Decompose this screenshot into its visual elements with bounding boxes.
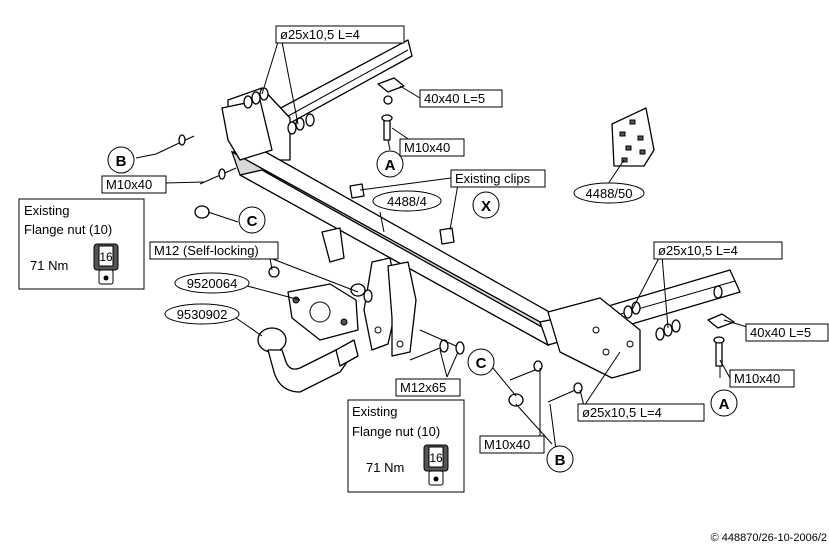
svg-text:B: B <box>555 452 566 469</box>
flange-left-line2: Flange nut (10) <box>24 222 112 237</box>
socket-plate <box>287 283 359 341</box>
callout-c-left: C <box>238 206 266 234</box>
svg-text:A: A <box>719 396 730 413</box>
label-bolt-bottom: M10x40 <box>479 435 545 454</box>
label-bolt-top: M10x40 <box>399 138 465 157</box>
svg-text:M12 (Self-locking): M12 (Self-locking) <box>154 243 259 258</box>
svg-text:C: C <box>476 355 487 372</box>
label-kit-code: 4488/50 <box>573 182 645 204</box>
svg-text:Existing clips: Existing clips <box>455 171 531 186</box>
flange-bottom-line2: Flange nut (10) <box>352 424 440 439</box>
label-washer-right: ø25x10,5 L=4 <box>653 241 783 260</box>
drop-plates <box>321 227 417 357</box>
svg-text:ø25x10,5 L=4: ø25x10,5 L=4 <box>658 243 738 258</box>
label-existing-clips: Existing clips <box>450 169 546 188</box>
label-washer-left: ø25x10,5 L=4 <box>275 25 405 44</box>
socket-wrench-icon: 16 <box>423 444 449 486</box>
tow-ball <box>257 327 359 393</box>
label-part-socket: 9520064 <box>174 272 250 294</box>
svg-text:4488/4: 4488/4 <box>387 194 427 209</box>
socket-wrench-icon: 16 <box>93 243 119 285</box>
copyright-text: © 448870/26-10-2006/2 <box>711 532 827 544</box>
label-washer-bottom: ø25x10,5 L=4 <box>577 403 705 422</box>
callout-b-bottom: B <box>546 445 574 473</box>
svg-text:M12x65: M12x65 <box>400 380 446 395</box>
svg-text:16: 16 <box>429 451 443 465</box>
svg-text:9520064: 9520064 <box>187 276 238 291</box>
electrical-kit-4488-50 <box>611 107 655 167</box>
label-plate-top: 40x40 L=5 <box>419 89 503 108</box>
callout-b-left: B <box>107 146 135 174</box>
callout-x: X <box>472 191 500 219</box>
svg-text:4488/50: 4488/50 <box>586 186 633 201</box>
svg-text:9530902: 9530902 <box>177 307 228 322</box>
flange-bottom-line1: Existing <box>352 404 398 419</box>
callout-a-top: A <box>376 150 404 178</box>
svg-text:A: A <box>385 157 396 174</box>
flange-left-line1: Existing <box>24 203 70 218</box>
leader-lines <box>135 41 758 451</box>
callout-a-right: A <box>710 389 738 417</box>
hardware <box>155 77 735 407</box>
label-nut-self-locking: M12 (Self-locking) <box>149 241 279 260</box>
label-bolt-left: M10x40 <box>101 175 167 194</box>
svg-text:X: X <box>481 198 491 215</box>
flange-left-torque: 71 Nm <box>30 258 68 273</box>
label-beam-code: 4488/4 <box>372 190 442 212</box>
callout-c-bottom: C <box>467 348 495 376</box>
flange-nut-box-left: Existing Flange nut (10) 71 Nm 16 <box>18 198 145 290</box>
main-crossbeam <box>221 99 641 379</box>
label-bolt-right: M10x40 <box>729 369 795 388</box>
svg-text:C: C <box>247 213 258 230</box>
label-bolt-m12: M12x65 <box>395 378 461 397</box>
svg-text:ø25x10,5 L=4: ø25x10,5 L=4 <box>280 27 360 42</box>
svg-text:40x40 L=5: 40x40 L=5 <box>424 91 485 106</box>
svg-text:M10x40: M10x40 <box>404 140 450 155</box>
svg-text:M10x40: M10x40 <box>484 437 530 452</box>
svg-text:M10x40: M10x40 <box>106 177 152 192</box>
svg-text:M10x40: M10x40 <box>734 371 780 386</box>
svg-text:40x40 L=5: 40x40 L=5 <box>750 325 811 340</box>
svg-text:16: 16 <box>99 250 113 264</box>
label-plate-right: 40x40 L=5 <box>745 323 829 342</box>
svg-text:ø25x10,5 L=4: ø25x10,5 L=4 <box>582 405 662 420</box>
svg-text:B: B <box>116 153 127 170</box>
label-part-ball: 9530902 <box>164 303 240 325</box>
flange-bottom-torque: 71 Nm <box>366 460 404 475</box>
flange-nut-box-bottom: Existing Flange nut (10) 71 Nm 16 <box>347 399 465 493</box>
